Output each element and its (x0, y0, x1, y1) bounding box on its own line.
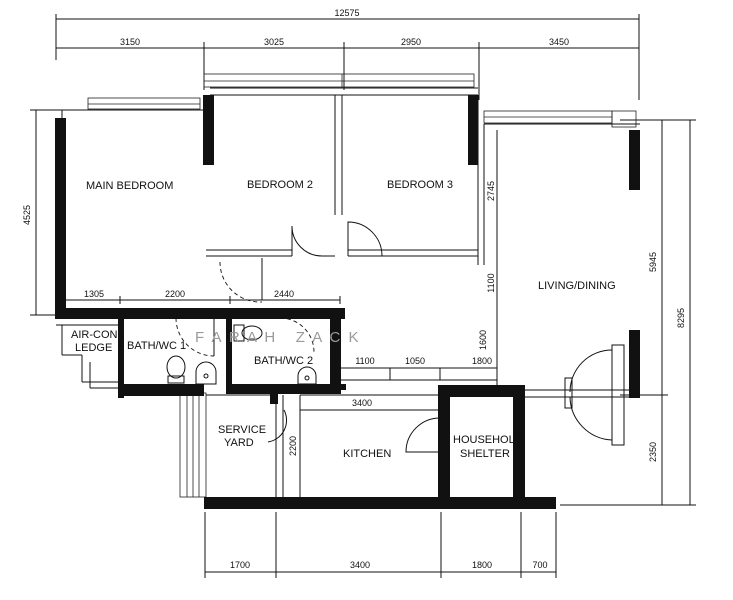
dim-yard-depth: 2200 (288, 436, 298, 456)
room-aircon-ledge-1: AIR-CON (71, 329, 118, 341)
dim-bedroom-depth: 2745 (486, 181, 496, 201)
bedroom-2-door (291, 225, 323, 257)
bath-1-door (175, 317, 215, 357)
dim-kitchen-width: 3400 (352, 398, 372, 408)
top-segment-2: 3025 (264, 37, 284, 47)
right-total-label: 8295 (676, 308, 686, 328)
room-household-shelter-1: HOUSEHOLD (453, 434, 523, 446)
dim-inner-e: 1050 (405, 356, 425, 366)
top-segment-1: 3150 (120, 37, 140, 47)
dim-inner-d: 1100 (355, 356, 374, 366)
dim-inner-b: 2200 (165, 289, 185, 299)
dim-inner-a: 1305 (84, 289, 104, 299)
windows (87, 73, 637, 498)
bottom-segment-4: 700 (532, 560, 547, 570)
dim-inner-f: 1800 (472, 356, 492, 366)
solid-walls (55, 95, 640, 509)
dim-corridor-width: 1100 (486, 273, 496, 292)
room-aircon-ledge-2: LEDGE (75, 342, 112, 354)
watermark: F A R A H Z A C K (195, 329, 361, 346)
top-segment-4: 3450 (549, 37, 569, 47)
bottom-dimension-lines (204, 512, 557, 578)
right-lower-label: 2350 (648, 442, 658, 462)
room-service-yard-1: SERVICE (218, 424, 266, 436)
main-bedroom-door (219, 261, 263, 303)
fixtures (166, 324, 317, 385)
room-bedroom-3: BEDROOM 3 (387, 179, 453, 191)
room-main-bedroom: MAIN BEDROOM (86, 180, 173, 192)
bath-2-basin (297, 366, 317, 385)
shelter-door (405, 417, 441, 453)
overall-width-label: 12575 (334, 8, 359, 18)
outline-walls (56, 87, 640, 500)
bath-1-toilet (166, 355, 186, 379)
bottom-segment-1: 1700 (230, 560, 250, 570)
room-kitchen: KITCHEN (343, 448, 391, 460)
right-living-label: 5945 (648, 252, 658, 272)
dim-inner-c: 2440 (274, 289, 294, 299)
entrance-door (569, 349, 613, 441)
top-dimension-lines (55, 14, 640, 100)
kitchen-door (267, 409, 288, 443)
room-bath-wc-1: BATH/WC 1 (127, 340, 186, 352)
bottom-segment-2: 3400 (350, 560, 370, 570)
top-segment-3: 2950 (401, 37, 421, 47)
bottom-segment-3: 1800 (472, 560, 492, 570)
bedroom-3-door (347, 221, 383, 257)
right-dimension-lines (560, 119, 696, 506)
left-height-label: 4525 (22, 205, 32, 225)
room-bedroom-2: BEDROOM 2 (247, 179, 313, 191)
room-service-yard-2: YARD (224, 437, 254, 449)
dim-corridor-run: 1600 (478, 330, 488, 350)
bath-2-toilet (233, 324, 245, 342)
bath-1-basin (195, 361, 217, 385)
room-bath-wc-2: BATH/WC 2 (254, 355, 313, 367)
room-living-dining: LIVING/DINING (538, 280, 616, 292)
room-household-shelter-2: SHELTER (460, 448, 510, 460)
doors (175, 221, 625, 453)
